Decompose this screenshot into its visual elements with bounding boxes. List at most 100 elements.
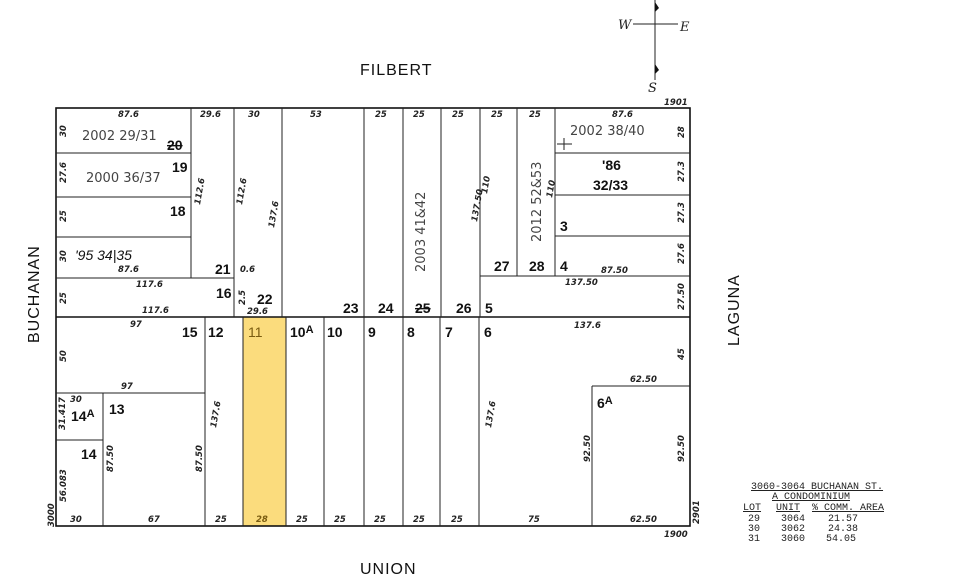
lot-11[interactable]: 11: [248, 324, 263, 340]
corner-number-se-side: 2901: [692, 500, 702, 524]
lot-12[interactable]: 12: [208, 324, 224, 340]
dimension: 137.6: [267, 200, 282, 228]
lot-14a[interactable]: 14A: [71, 408, 95, 424]
dimension: 28: [256, 515, 268, 525]
lot-25[interactable]: 25: [415, 300, 431, 316]
lot-dimensions: 87.6 29.6 30 53 25 25 25 25 25 87.6 30 2…: [58, 110, 687, 525]
lot-9[interactable]: 9: [368, 324, 376, 340]
dimension: 92.50: [677, 435, 687, 462]
dimension: 25: [296, 515, 308, 525]
lot-27[interactable]: 27: [494, 258, 510, 274]
dimension: 25: [215, 515, 227, 525]
street-filbert: FILBERT: [360, 62, 433, 79]
lot-23[interactable]: 23: [343, 300, 359, 316]
lot-numbers: 20 19 18 21 16 22 23 24 25 26 5 27 28 4 …: [71, 137, 628, 462]
legend-cell: 3060: [781, 534, 805, 545]
lot-26[interactable]: 26: [456, 300, 472, 316]
dimension: 112.6: [193, 177, 208, 205]
lot-28[interactable]: 28: [529, 258, 545, 274]
dimension: 56.083: [59, 469, 69, 502]
lot-7[interactable]: 7: [445, 324, 453, 340]
lot-8[interactable]: 8: [407, 324, 415, 340]
legend-cell: 24.38: [828, 524, 858, 535]
lot-22[interactable]: 22: [257, 291, 273, 307]
dimension: 30: [248, 110, 260, 120]
lot-4[interactable]: 4: [560, 258, 568, 274]
legend-cell: 29: [748, 514, 760, 525]
lot-32-33[interactable]: 32/33: [593, 177, 628, 193]
condo-label: 2002 29/31: [82, 129, 157, 144]
dimension: 25: [59, 210, 69, 222]
dimension: 0.6: [240, 265, 255, 275]
dimension: 137.6: [574, 321, 601, 331]
top-half-lot-lines: [56, 108, 690, 317]
lot-24[interactable]: 24: [378, 300, 394, 316]
legend-header-unit: UNIT: [776, 503, 800, 514]
street-buchanan: BUCHANAN: [26, 245, 43, 343]
corner-number-sw: 3000: [47, 503, 57, 527]
lot-3[interactable]: 3: [560, 218, 568, 234]
lot-11-highlight[interactable]: [242, 316, 287, 527]
dimension: 27.3: [677, 161, 687, 182]
dimension: 30: [70, 515, 82, 525]
street-union: UNION: [360, 561, 417, 578]
lot-15[interactable]: 15: [182, 324, 198, 340]
dimension: 30: [70, 395, 82, 405]
condo-label: 2012 52&53: [530, 162, 545, 242]
legend-header-lot: LOT: [743, 503, 761, 514]
lot-21[interactable]: 21: [215, 261, 231, 277]
legend-cell: 31: [748, 534, 760, 545]
legend-title: 3060-3064 BUCHANAN ST.: [751, 482, 883, 493]
dimension: 25: [334, 515, 346, 525]
dimension: 87.50: [601, 266, 628, 276]
lot-18[interactable]: 18: [170, 203, 186, 219]
dimension: 45: [677, 348, 687, 361]
dimension: 31.417: [58, 397, 68, 430]
lot-13[interactable]: 13: [109, 401, 125, 417]
condo-label: 2002 38/40: [570, 124, 645, 139]
lot-19[interactable]: 19: [172, 159, 188, 175]
dimension: 62.50: [630, 375, 657, 385]
condominium-legend: 3060-3064 BUCHANAN ST. A CONDOMINIUM LOT…: [743, 482, 884, 545]
dimension: 87.6: [612, 110, 633, 120]
lot-16[interactable]: 16: [216, 285, 232, 301]
dimension: 29.6: [247, 307, 268, 317]
dimension: 110: [545, 179, 558, 198]
dimension: 53: [310, 110, 322, 120]
dimension: 25: [59, 292, 69, 304]
dimension: 137.6: [484, 400, 499, 428]
dimension: 25: [413, 110, 425, 120]
dimension: 25: [491, 110, 503, 120]
dimension: 25: [413, 515, 425, 525]
dimension: 137.6: [209, 400, 224, 428]
dimension: 27.6: [59, 162, 69, 183]
dimension: 27.50: [677, 283, 687, 310]
lot-5[interactable]: 5: [485, 300, 493, 316]
dimension: 25: [529, 110, 541, 120]
corner-number-ne: 1901: [664, 98, 688, 108]
lot-6a[interactable]: 6A: [597, 395, 613, 411]
legend-cell: 3062: [781, 524, 805, 535]
legend-subtitle: A CONDOMINIUM: [772, 492, 850, 503]
compass-south: S: [648, 81, 657, 96]
dimension: 92.50: [583, 435, 593, 462]
lot-10a[interactable]: 10A: [290, 324, 314, 340]
lot-20[interactable]: 20: [167, 137, 183, 153]
dimension: 25: [451, 515, 463, 525]
lot-10[interactable]: 10: [327, 324, 343, 340]
lot-86-year: '86: [602, 157, 621, 173]
compass-east: E: [679, 20, 690, 35]
bottom-half-lot-lines: [56, 317, 690, 526]
dimension: 27.3: [677, 202, 687, 223]
lot-6[interactable]: 6: [484, 324, 492, 340]
dimension: 87.6: [118, 110, 139, 120]
legend-header-area: % COMM. AREA: [812, 503, 884, 514]
condo-label: 2000 36/37: [86, 171, 161, 186]
lot-14[interactable]: 14: [81, 446, 97, 462]
dimension: 30: [59, 250, 69, 262]
dimension: 117.6: [142, 306, 169, 316]
dimension: 67: [148, 515, 160, 525]
dimension: 50: [59, 350, 69, 362]
dimension: 87.50: [106, 445, 116, 472]
dimension: 25: [452, 110, 464, 120]
